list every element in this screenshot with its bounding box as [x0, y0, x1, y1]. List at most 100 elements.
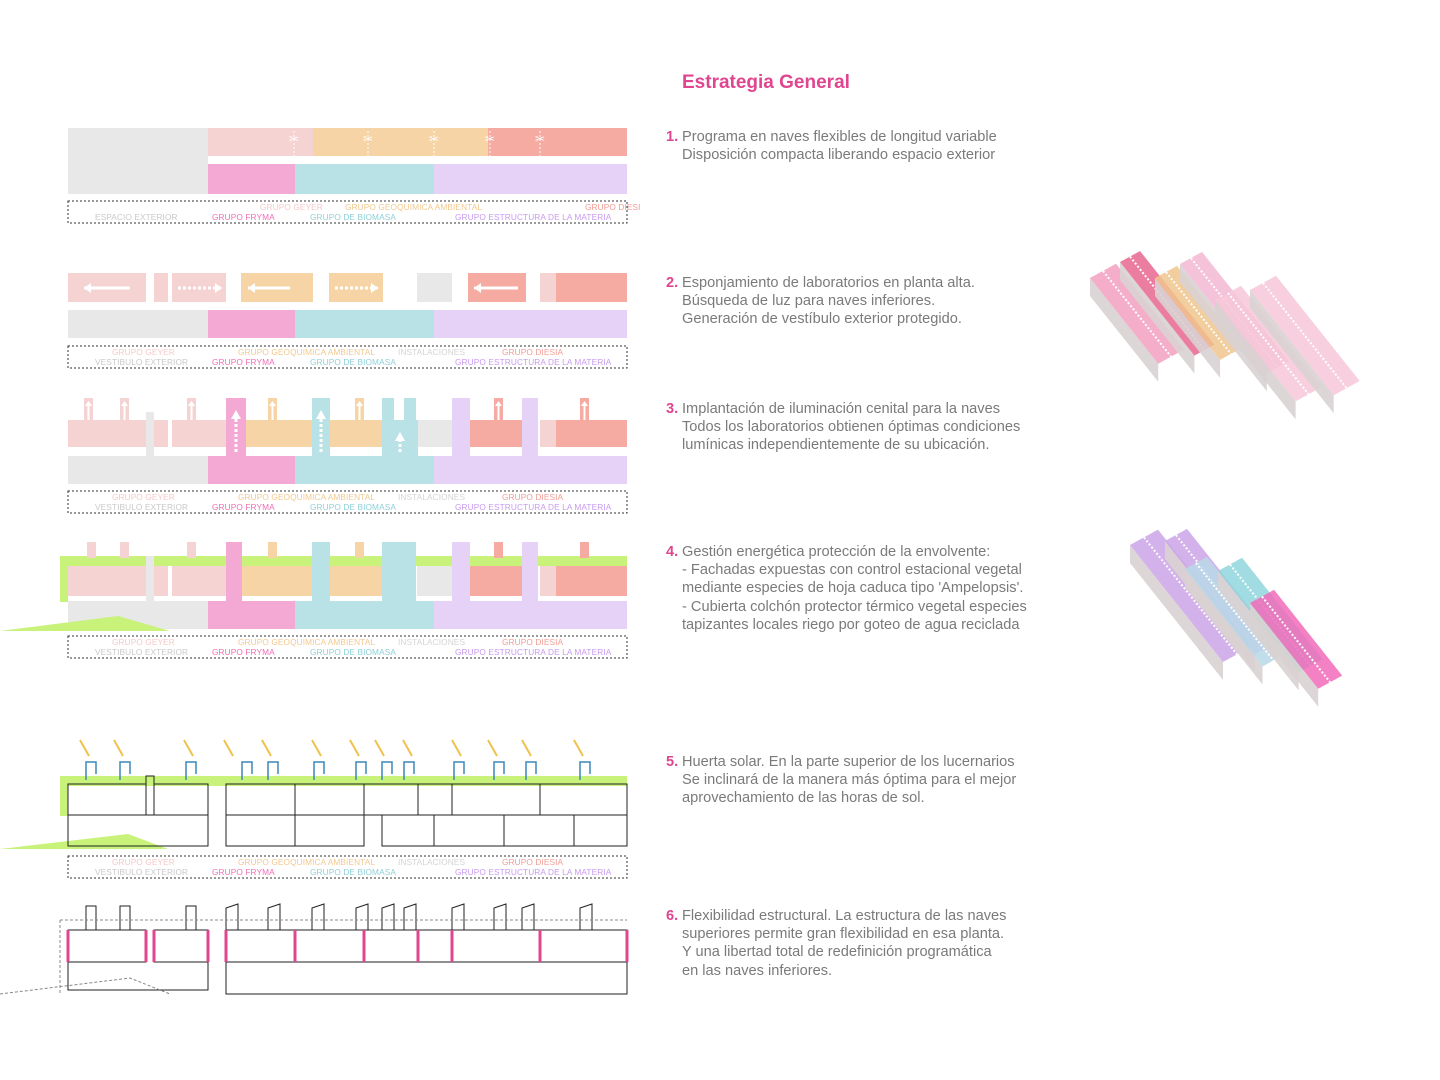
lower-nave	[295, 456, 364, 484]
ground-slope-outline	[0, 977, 171, 995]
model-bar-side	[1155, 278, 1221, 378]
step-line: superiores permite gran flexibilidad en …	[666, 925, 1006, 943]
lower-nave	[488, 310, 504, 338]
step-number: 3.	[666, 401, 679, 417]
legend-label-bottom: VESTIBULO EXTERIOR	[95, 502, 188, 512]
step-line: Generación de vestíbulo exterior protegi…	[666, 310, 975, 328]
step-line: Todos los laboratorios obtienen óptimas …	[666, 418, 1020, 436]
skylight	[87, 542, 96, 558]
upper-nave	[417, 273, 452, 302]
upper-nave	[556, 273, 627, 302]
lower-nave	[208, 601, 226, 629]
light-arrow-head	[316, 410, 326, 419]
light-arrow-head	[356, 401, 363, 406]
lower-nave	[557, 310, 574, 338]
skylight-outline	[185, 761, 197, 780]
step-line: 5.Huerta solar. En la parte superior de …	[666, 753, 1016, 771]
step-line: Búsqueda de luz para naves inferiores.	[666, 292, 975, 310]
legend-label-bottom: GRUPO ESTRUCTURA DE LA MATERIA	[455, 357, 612, 367]
legend-label-top: INSTALACIONES	[398, 347, 465, 357]
step-line-text: Gestión energética protección de la envo…	[682, 544, 991, 560]
legend-label-top: INSTALACIONES	[398, 857, 465, 867]
light-arrow-head	[231, 410, 241, 419]
green-roof	[60, 556, 627, 566]
legend-label-top: GRUPO GEYER	[112, 637, 175, 647]
skylight-outline	[85, 761, 97, 780]
legend-label-top: GRUPO DIESIA	[502, 857, 563, 867]
light-arrow-head	[269, 401, 276, 406]
upper-nave	[417, 566, 452, 596]
legend-label-top: GRUPO DIESIA	[502, 347, 563, 357]
lower-nave	[364, 164, 382, 194]
legend-label-top: GRUPO GEOQUIMICA AMBIENTAL	[238, 492, 375, 502]
lower-nave	[68, 310, 208, 338]
skylight-outline	[579, 761, 591, 780]
upper-nave	[329, 566, 383, 596]
step-line: tapizantes locales riego por goteo de ag…	[666, 616, 1027, 634]
tall-skylight	[522, 398, 538, 458]
skylight-outline	[525, 761, 537, 780]
upper-nave	[468, 566, 526, 596]
legend-label-top: GRUPO GEOQUIMICA AMBIENTAL	[238, 857, 375, 867]
light-arrow-head	[495, 401, 502, 406]
lower-nave	[364, 310, 382, 338]
model-bar	[1155, 265, 1243, 378]
green-facade	[60, 776, 68, 816]
step-line-text: Huerta solar. En la parte superior de lo…	[682, 754, 1015, 770]
sun-ray	[573, 739, 584, 757]
lower-nave	[504, 164, 557, 194]
lower-nave	[226, 164, 295, 194]
legend-label-top: GRUPO GEOQUIMICA AMBIENTAL	[345, 202, 482, 212]
model-bar-highlight	[1227, 292, 1310, 396]
skylight	[268, 542, 277, 558]
model-bar	[1250, 589, 1343, 707]
sun-ray	[113, 739, 124, 757]
skylight	[187, 542, 196, 558]
legend-label-bottom: GRUPO ESTRUCTURA DE LA MATERIA	[455, 502, 612, 512]
upper-nave	[468, 420, 526, 447]
sun-ray	[451, 739, 462, 757]
page-title: Estrategia General	[682, 72, 850, 93]
model-bar-top	[1250, 275, 1360, 396]
skylight	[580, 542, 589, 558]
step-line-text: Flexibilidad estructural. La estructura …	[682, 908, 1007, 924]
model-render-bottom	[1130, 528, 1343, 707]
legend-label-top: GRUPO GEYER	[112, 347, 175, 357]
legend-label-top: INSTALACIONES	[398, 492, 465, 502]
upper-nave	[295, 566, 313, 596]
lower-nave	[574, 456, 627, 484]
lower-nave	[557, 456, 574, 484]
upper-nave	[540, 273, 556, 302]
model-bar-top	[1250, 589, 1343, 689]
lower-nave	[557, 601, 574, 629]
upper-nave	[452, 128, 488, 156]
lower-nave	[364, 456, 382, 484]
step-4-text: 4.Gestión energética protección de la en…	[666, 543, 1027, 634]
skylight	[355, 542, 364, 558]
model-bar-side	[1250, 603, 1319, 707]
light-arrow-head	[188, 401, 195, 406]
light-arrow-head	[121, 401, 128, 406]
lower-nave	[434, 164, 488, 194]
legend-label-bottom: VESTIBULO EXTERIOR	[95, 357, 188, 367]
step-line-text: - Fachadas expuestas con control estacio…	[682, 562, 1022, 579]
model-bar-side	[1215, 300, 1296, 420]
legend-label-top: GRUPO DIESIA	[502, 492, 563, 502]
lower-nave	[488, 601, 504, 629]
step-line: en las naves inferiores.	[666, 962, 1006, 980]
legend-label-bottom: GRUPO ESTRUCTURA DE LA MATERIA	[455, 212, 612, 222]
step-number: 5.	[666, 754, 679, 770]
building-outline	[67, 775, 628, 847]
lower-nave	[226, 310, 295, 338]
sun-ray	[183, 739, 194, 757]
sun-ray	[261, 739, 272, 757]
step-line-text: en las naves inferiores.	[682, 962, 833, 979]
step-line: mediante especies de hoja caduca tipo 'A…	[666, 579, 1027, 597]
legend-label-top: GRUPO GEYER	[260, 202, 323, 212]
sun-ray	[521, 739, 532, 757]
light-arrow-head	[85, 401, 92, 406]
model-bar-side	[1185, 569, 1263, 685]
arrow-head	[248, 283, 255, 293]
step-number: 1.	[666, 129, 679, 145]
